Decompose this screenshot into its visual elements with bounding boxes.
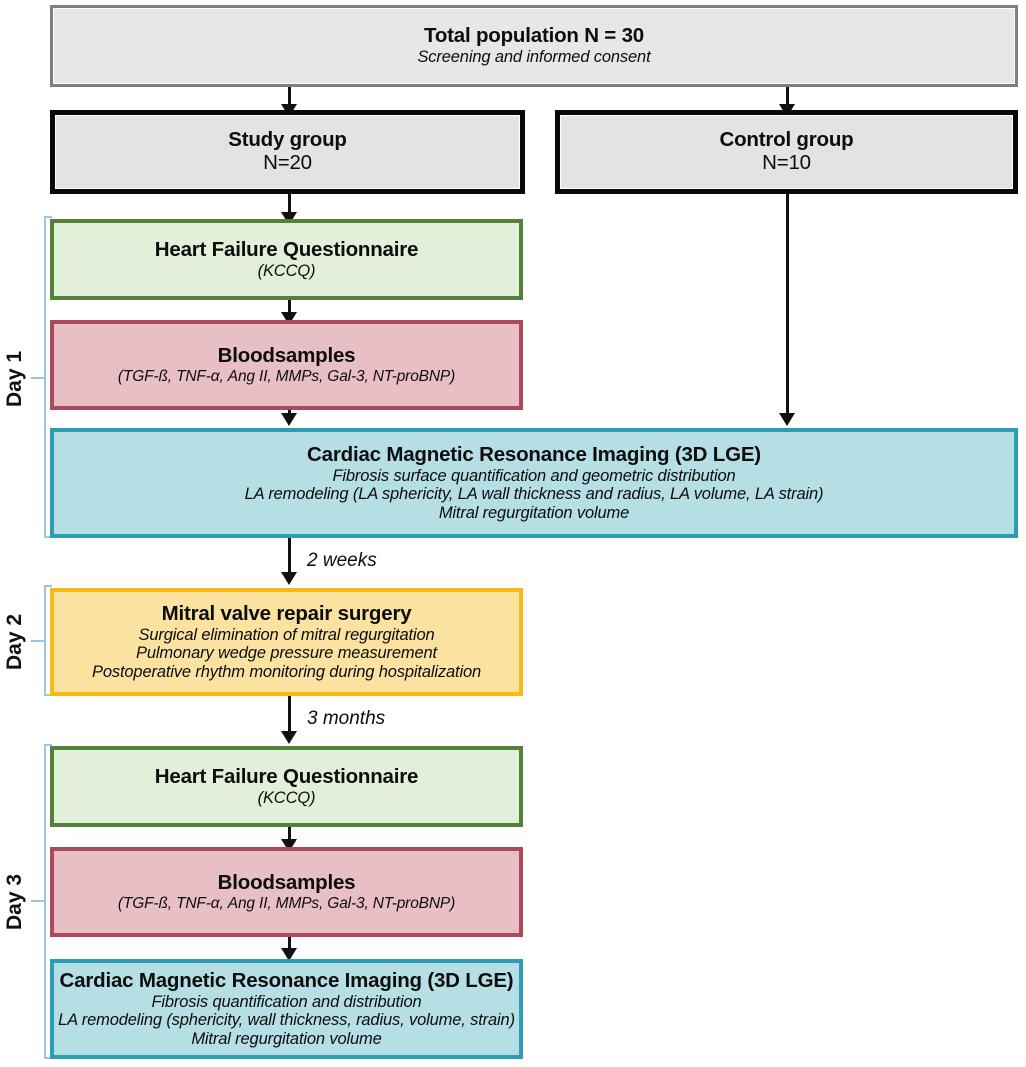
day3-bracket-line [44,744,46,1059]
node-control-group: Control group N=10 [555,110,1018,194]
control-group-title: Control group [719,128,854,152]
node-bloodsamples-day3: Bloodsamples (TGF-ß, TNF-α, Ang II, MMPs… [50,847,523,937]
total-population-subtitle: Screening and informed consent [417,48,651,67]
node-study-group: Study group N=20 [50,110,525,194]
blood1-subtitle: (TGF-ß, TNF-α, Ang II, MMPs, Gal-3, NT-p… [117,367,456,385]
study-group-title: Study group [228,128,347,152]
connector-surgery-to-hfq3 [288,696,291,740]
cmr3-title: Cardiac Magnetic Resonance Imaging (3D L… [59,968,514,992]
cmr1-subtitle-2: LA remodeling (LA sphericity, LA wall th… [244,485,824,504]
day2-label: Day 2 [3,613,26,671]
day3-bracket-tick [31,900,45,902]
day3-bracket-cap-bottom [44,1057,52,1059]
connector-control-to-cmr1 [786,194,789,416]
connector-cmr1-to-surgery [288,538,291,582]
timing-two-weeks: 2 weeks [307,550,377,571]
day3-bracket-cap-top [44,744,52,746]
total-population-title: Total population N = 30 [424,24,644,48]
connector-total-to-study [288,87,291,106]
node-total-population: Total population N = 30 Screening and in… [50,5,1018,87]
study-group-count: N=20 [263,151,312,174]
cmr3-subtitle-3: Mitral regurgitation volume [191,1029,382,1048]
control-group-count: N=10 [762,151,811,174]
day1-bracket-cap-bottom [44,536,52,538]
day1-bracket-tick [31,377,45,379]
timing-three-months: 3 months [307,708,386,729]
node-cmr-day3: Cardiac Magnetic Resonance Imaging (3D L… [50,959,523,1059]
node-surgery-day2: Mitral valve repair surgery Surgical eli… [50,588,523,696]
connector-hfq1-to-blood1 [288,300,291,315]
connector-hfq3-to-blood3 [288,827,291,842]
cmr1-subtitle-3: Mitral regurgitation volume [438,503,630,522]
day1-label: Day 1 [3,350,26,408]
arrowhead-blood1-to-cmr1 [281,413,297,426]
blood1-title: Bloodsamples [217,343,356,367]
day2-bracket-cap-top [44,585,52,587]
hfq1-subtitle: (KCCQ) [257,261,316,280]
arrowhead-surgery-to-hfq3 [281,731,297,744]
blood3-subtitle: (TGF-ß, TNF-α, Ang II, MMPs, Gal-3, NT-p… [117,894,456,912]
surgery-title: Mitral valve repair surgery [161,601,412,625]
day2-bracket-line [44,585,46,696]
connector-study-to-hfq1 [288,194,291,216]
day1-bracket-line [44,216,46,538]
node-cmr-day1: Cardiac Magnetic Resonance Imaging (3D L… [50,428,1018,538]
cmr1-subtitle-1: Fibrosis surface quantification and geom… [332,466,736,485]
hfq3-title: Heart Failure Questionnaire [154,764,419,788]
cmr3-subtitle-2: LA remodeling (sphericity, wall thicknes… [58,1011,515,1030]
surgery-subtitle-2: Pulmonary wedge pressure measurement [136,644,437,663]
surgery-subtitle-1: Surgical elimination of mitral regurgita… [138,625,435,644]
node-hf-questionnaire-day1: Heart Failure Questionnaire (KCCQ) [50,219,523,300]
hfq1-title: Heart Failure Questionnaire [154,237,419,261]
node-hf-questionnaire-day3: Heart Failure Questionnaire (KCCQ) [50,746,523,827]
connector-blood3-to-cmr3 [288,937,291,952]
day1-bracket-cap-top [44,216,52,218]
arrowhead-cmr1-to-surgery [281,572,297,585]
connector-total-to-control [786,87,789,106]
node-bloodsamples-day1: Bloodsamples (TGF-ß, TNF-α, Ang II, MMPs… [50,320,523,410]
blood3-title: Bloodsamples [217,870,356,894]
day2-bracket-cap-bottom [44,694,52,696]
day2-bracket-tick [31,640,45,642]
cmr1-title: Cardiac Magnetic Resonance Imaging (3D L… [307,442,761,466]
day3-label: Day 3 [3,873,26,931]
cmr3-subtitle-1: Fibrosis quantification and distribution [151,992,422,1011]
hfq3-subtitle: (KCCQ) [257,788,316,807]
arrowhead-control-to-cmr1 [779,413,795,426]
surgery-subtitle-3: Postoperative rhythm monitoring during h… [91,662,482,681]
arrowhead-blood3-to-cmr3 [281,948,297,961]
